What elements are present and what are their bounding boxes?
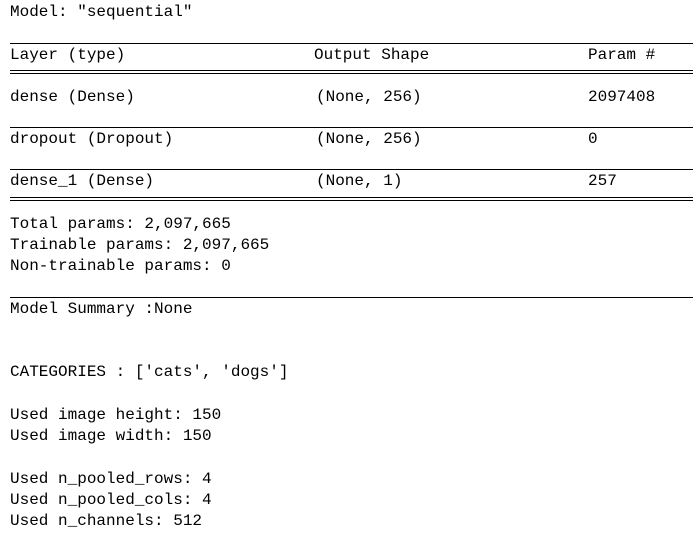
total-params: Total params: 2,097,665 [10, 215, 231, 233]
trainable-params: Trainable params: 2,097,665 [10, 236, 270, 254]
layer-name: dense (Dense) [10, 88, 135, 106]
non-trainable-params: Non-trainable params: 0 [10, 257, 231, 275]
header-layer-type: Layer (type) [10, 46, 126, 64]
pooled-cols-line: Used n_pooled_cols: 4 [10, 491, 212, 509]
layer-params: 2097408 [588, 88, 656, 106]
table-row: dense_1 (Dense) (None, 1) 257 [0, 171, 700, 192]
layer-params: 0 [588, 130, 598, 148]
table-row: dropout (Dropout) (None, 256) 0 [0, 129, 700, 150]
row-rule [10, 127, 693, 128]
model-name-line: Model: "sequential" [10, 3, 193, 21]
table-row: dense (Dense) (None, 256) 2097408 [0, 87, 700, 108]
image-height-line: Used image height: 150 [10, 406, 222, 424]
categories-line: CATEGORIES : ['cats', 'dogs'] [10, 363, 289, 381]
footer-double-rule [10, 197, 693, 201]
layer-params: 257 [588, 172, 617, 190]
header-output-shape: Output Shape [314, 46, 430, 64]
pooled-rows-line: Used n_pooled_rows: 4 [10, 470, 212, 488]
row-rule [10, 169, 693, 170]
table-header: Layer (type) Output Shape Param # [0, 45, 700, 66]
layer-output-shape: (None, 1) [316, 172, 403, 190]
header-double-rule [10, 70, 693, 74]
image-width-line: Used image width: 150 [10, 427, 212, 445]
header-param-count: Param # [588, 46, 656, 64]
layer-output-shape: (None, 256) [316, 88, 422, 106]
layer-name: dropout (Dropout) [10, 130, 174, 148]
model-summary-line: Model Summary :None [10, 300, 193, 318]
top-rule [10, 43, 693, 44]
bottom-rule [10, 297, 693, 298]
layer-name: dense_1 (Dense) [10, 172, 155, 190]
layer-output-shape: (None, 256) [316, 130, 422, 148]
channels-line: Used n_channels: 512 [10, 512, 203, 530]
